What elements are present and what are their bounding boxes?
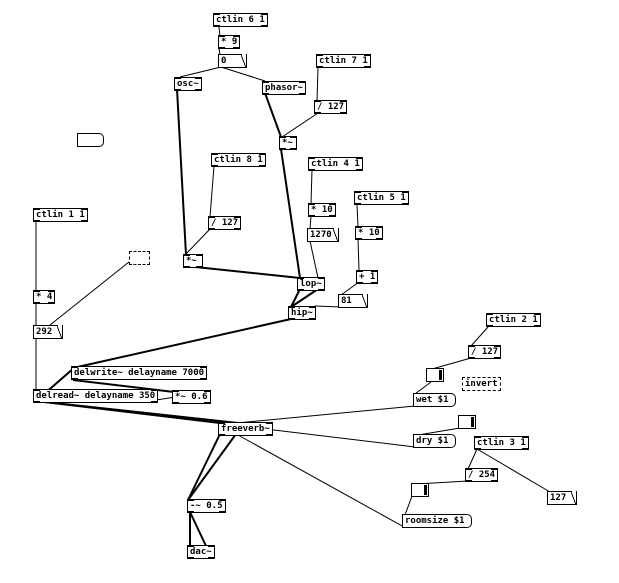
ctlin-2-1-object[interactable]: ctlin 2 1	[486, 313, 541, 327]
lop-object[interactable]: lop~	[297, 277, 325, 291]
osc-object[interactable]: osc~	[174, 77, 202, 91]
number-box-81[interactable]: 81	[338, 294, 368, 308]
dry-message-label: dry $1	[416, 436, 449, 446]
multiply-4-object[interactable]: * 4	[33, 290, 56, 304]
number-box-292[interactable]: 292	[33, 325, 63, 339]
number-box-1270[interactable]: 1270	[307, 228, 339, 242]
delwrite-object[interactable]: delwrite~ delayname 7000	[71, 366, 208, 380]
multiply-10-object-a[interactable]: * 10	[308, 203, 336, 217]
invert-broken-object[interactable]: invert	[462, 377, 501, 391]
toggle-icon[interactable]	[458, 415, 476, 429]
divide-127-object-a[interactable]: / 127	[314, 100, 348, 114]
ctlin-3-1-object[interactable]: ctlin 3 1	[474, 436, 529, 450]
toggle-icon[interactable]	[411, 483, 429, 497]
wet-message[interactable]: wet $1	[413, 393, 456, 407]
plus-1-object[interactable]: + 1	[356, 270, 379, 284]
ctlin-8-1-object[interactable]: ctlin 8 1	[211, 153, 266, 167]
minus-signal-0.5-object[interactable]: -~ 0.5	[187, 499, 226, 513]
dac-object[interactable]: dac~	[187, 545, 215, 559]
broken-object-box[interactable]	[129, 251, 150, 265]
ctlin-1-1-object[interactable]: ctlin 1 1	[33, 208, 88, 222]
hip-object[interactable]: hip~	[288, 306, 316, 320]
number-value: 81	[341, 296, 352, 306]
delread-object[interactable]: delread~ delayname 350	[33, 389, 159, 403]
multiply-signal-0.6-object[interactable]: *~ 0.6	[172, 390, 211, 404]
roomsize-message-label: roomsize $1	[405, 516, 465, 526]
number-value: 292	[36, 327, 53, 337]
number-box-0[interactable]: 0	[218, 54, 247, 68]
divide-254-object[interactable]: / 254	[465, 468, 499, 482]
multiply-9-object[interactable]: * 9	[218, 35, 241, 49]
freeverb-object[interactable]: freeverb~	[218, 422, 273, 436]
phasor-object[interactable]: phasor~	[262, 81, 306, 95]
message-box-icon[interactable]	[77, 133, 104, 147]
multiply-10-object-b[interactable]: * 10	[355, 226, 383, 240]
dry-message[interactable]: dry $1	[413, 434, 456, 448]
number-value: 127	[550, 493, 567, 503]
divide-127-object-b[interactable]: / 127	[208, 216, 242, 230]
roomsize-message[interactable]: roomsize $1	[402, 514, 472, 528]
ctlin-5-1-object[interactable]: ctlin 5 1	[354, 191, 409, 205]
multiply-signal-object-a[interactable]: *~	[279, 136, 297, 150]
ctlin-7-1-object[interactable]: ctlin 7 1	[316, 54, 371, 68]
number-value: 1270	[310, 230, 332, 240]
toggle-icon[interactable]	[426, 368, 444, 382]
ctlin-4-1-object[interactable]: ctlin 4 1	[308, 157, 363, 171]
number-box-127[interactable]: 127	[547, 491, 577, 505]
number-value: 0	[221, 56, 227, 66]
wet-message-label: wet $1	[416, 395, 449, 405]
ctlin-6-1-object[interactable]: ctlin 6 1	[213, 13, 268, 27]
divide-127-object-c[interactable]: / 127	[468, 345, 502, 359]
multiply-signal-object-b[interactable]: *~	[183, 254, 203, 268]
